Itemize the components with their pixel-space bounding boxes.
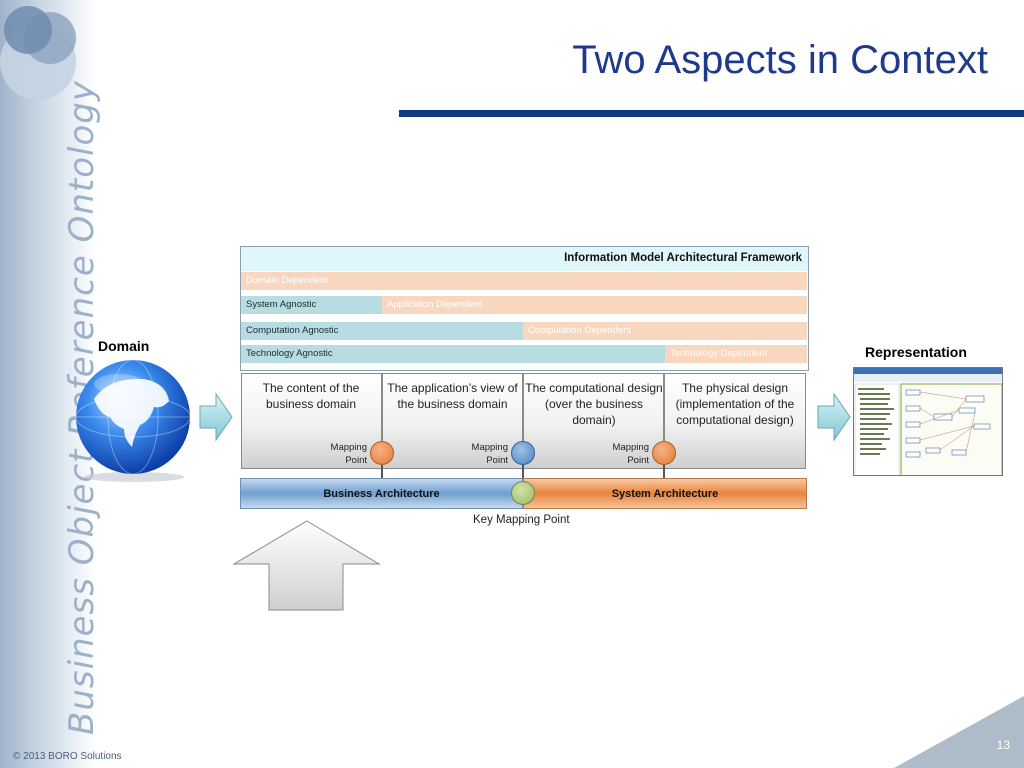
column-text-physical-design: The physical design (implementation of t… <box>675 381 795 427</box>
mapping-point-label-2: Mapping Point <box>471 442 508 466</box>
mapping-point-3 <box>652 441 676 465</box>
mapping-point-label-1: Mapping Point <box>330 442 367 466</box>
page-number: 13 <box>996 738 1010 752</box>
column-text-computational-design: The computational design (over the busin… <box>525 381 663 427</box>
decorative-circles <box>0 6 76 100</box>
band-domain-dependent: Domain Dependent <box>241 272 807 290</box>
right-arrow-icon <box>199 392 233 442</box>
page-title: Two Aspects in Context <box>572 38 988 82</box>
copyright-text: © 2013 BORO Solutions <box>13 751 122 762</box>
title-rule <box>399 110 1024 117</box>
framework-panel: Information Model Architectural Framewor… <box>240 246 809 371</box>
column-text-business-content: The content of the business domain <box>262 381 360 411</box>
right-arrow-icon <box>817 392 851 442</box>
representation-label: Representation <box>865 344 967 360</box>
band-computation-dependent: Computation Dependent <box>523 322 807 340</box>
up-arrow-icon <box>233 520 381 611</box>
column-box-computational-design <box>523 373 664 469</box>
framework-title: Information Model Architectural Framewor… <box>564 252 802 264</box>
connector-3 <box>663 465 665 478</box>
band-technology-agnostic: Technology Agnostic <box>241 345 665 363</box>
column-box-application-view <box>382 373 523 469</box>
corner-decoration <box>894 696 1024 768</box>
band-technology-dependent: Technology Dependent <box>665 345 807 363</box>
connector-2 <box>522 465 524 478</box>
framework-header: Information Model Architectural Framewor… <box>241 247 808 271</box>
key-mapping-point-label: Key Mapping Point <box>473 514 570 526</box>
mapping-point-2 <box>511 441 535 465</box>
column-box-physical-design <box>664 373 806 469</box>
band-application-dependent: Application Dependent <box>382 296 807 314</box>
connector-1 <box>381 465 383 478</box>
band-computation-agnostic: Computation Agnostic <box>241 322 523 340</box>
key-mapping-point <box>511 481 535 505</box>
sidebar-band <box>0 0 95 768</box>
column-text-application-view: The application’s view of the business d… <box>387 381 518 411</box>
mapping-point-label-3: Mapping Point <box>612 442 649 466</box>
mapping-point-1 <box>370 441 394 465</box>
system-architecture-bar: System Architecture <box>523 478 807 509</box>
software-screenshot-thumbnail <box>853 367 1003 476</box>
column-box-business-content <box>241 373 382 469</box>
band-system-agnostic: System Agnostic <box>241 296 382 314</box>
globe-icon <box>75 359 191 482</box>
business-architecture-bar: Business Architecture <box>240 478 523 509</box>
domain-label: Domain <box>98 338 150 354</box>
